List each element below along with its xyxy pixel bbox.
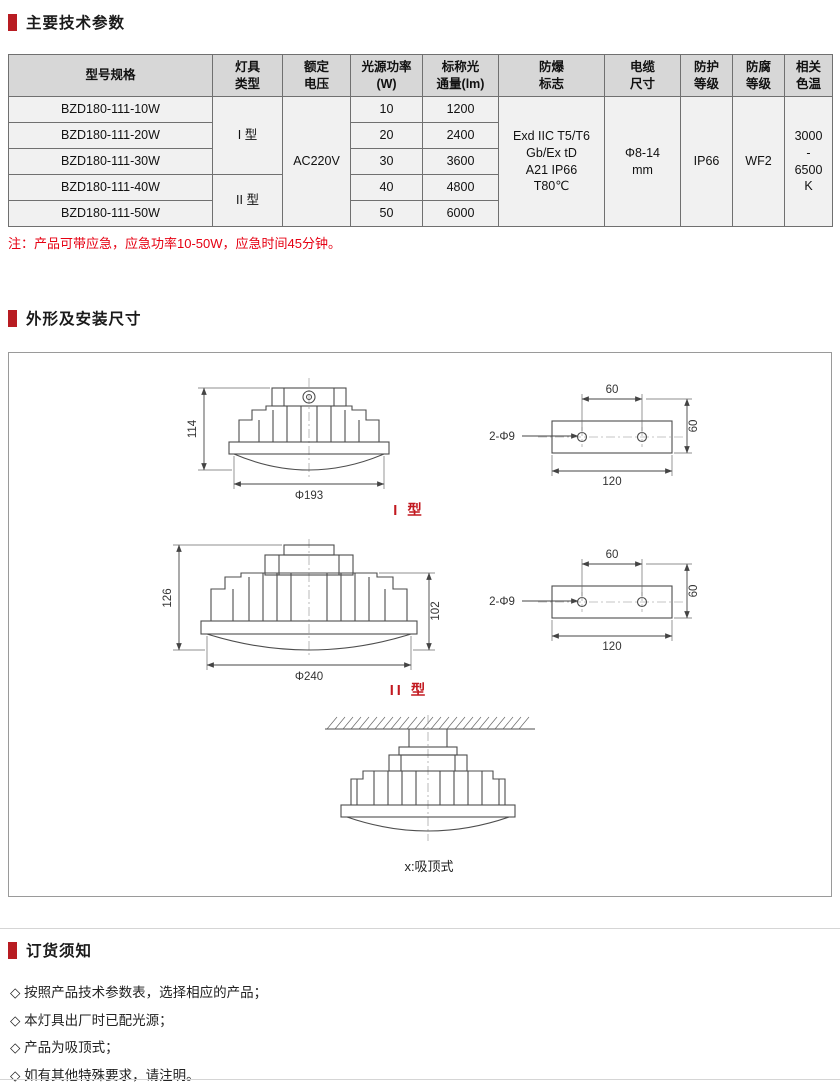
cell-flux: 6000 — [422, 200, 499, 227]
dim-lamp2-diameter: Φ240 — [295, 671, 323, 683]
dim-plate-width: 120 — [602, 476, 621, 488]
cell-power: 10 — [350, 96, 423, 123]
section-header-tech-params: 主要技术参数 — [8, 8, 832, 36]
ceiling-mount-drawing — [325, 715, 535, 841]
dim-plate-height: 60 — [688, 420, 700, 433]
dim-plate-holes-label: 2-Φ9 — [489, 431, 515, 443]
col-header-model: 型号规格 — [8, 54, 213, 97]
cell-cct: 3000 - 6500 K — [784, 96, 833, 227]
ordering-item: ◇ 按照产品技术参数表，选择相应的产品； — [10, 985, 268, 1000]
cell-lamp-type-2: II 型 — [212, 174, 283, 227]
dim-lamp2-height: 126 — [162, 588, 174, 607]
ceiling-mount-label: x:吸顶式 — [404, 859, 453, 874]
mounting-plate2-drawing: 60 60 120 2-Φ9 — [489, 549, 700, 653]
ordering-item: ◇ 产品为吸顶式； — [10, 1040, 119, 1055]
cell-flux: 3600 — [422, 148, 499, 175]
cell-flux: 2400 — [422, 122, 499, 149]
dim-plate-hole-spacing: 60 — [606, 384, 619, 396]
section-title-ordering: 订货须知 — [26, 943, 93, 960]
col-header-lamp-type: 灯具 类型 — [212, 54, 283, 97]
cell-power: 50 — [350, 200, 423, 227]
bottom-divider — [0, 1079, 840, 1080]
section-header-ordering: 订货须知 — [8, 936, 832, 964]
col-header-cct: 相关 色温 — [784, 54, 833, 97]
emergency-note: 注：产品可带应急，应急功率10-50W，应急时间45分钟。 — [8, 236, 341, 251]
spec-table: 型号规格 灯具 类型 额定 电压 光源功率 (W) 标称光 通量(lm) 防爆 … — [8, 54, 833, 227]
col-header-ex-mark: 防爆 标志 — [498, 54, 605, 97]
cell-power: 20 — [350, 122, 423, 149]
table-row: BZD180-111-50W 50 6000 — [8, 200, 833, 227]
section-header-dimensions: 外形及安装尺寸 — [8, 304, 832, 332]
drawings-panel: 114 Φ193 60 60 — [8, 352, 832, 897]
section-title-tech-params: 主要技术参数 — [26, 15, 126, 32]
mounting-plate1-drawing: 60 60 120 2-Φ9 — [489, 384, 700, 488]
cell-model: BZD180-111-50W — [8, 200, 213, 227]
table-row: BZD180-111-30W 30 3600 — [8, 148, 833, 175]
type2-label: II 型 — [390, 681, 429, 699]
lamp-type1-drawing: 114 Φ193 — [187, 378, 390, 502]
cell-flux: 1200 — [422, 96, 499, 123]
cell-protection: IP66 — [680, 96, 733, 227]
cell-model: BZD180-111-20W — [8, 122, 213, 149]
col-header-corrosion: 防腐 等级 — [732, 54, 785, 97]
dim-plate-holes-label: 2-Φ9 — [489, 596, 515, 608]
technical-drawings: 114 Φ193 60 60 — [162, 378, 700, 874]
col-header-voltage: 额定 电压 — [282, 54, 351, 97]
col-header-ip: 防护 等级 — [680, 54, 733, 97]
lamp-type2-drawing: 126 102 Φ240 — [162, 539, 442, 683]
table-row: BZD180-111-40W II 型 40 4800 — [8, 174, 833, 227]
type1-label: I 型 — [393, 501, 425, 519]
cell-lamp-type-1: I 型 — [212, 96, 283, 175]
table-header-row: 型号规格 灯具 类型 额定 电压 光源功率 (W) 标称光 通量(lm) 防爆 … — [8, 54, 833, 97]
table-row: BZD180-111-10W I 型 AC220V 10 1200 Exd II… — [8, 96, 833, 227]
table-row: BZD180-111-20W 20 2400 — [8, 122, 833, 149]
col-header-flux: 标称光 通量(lm) — [422, 54, 499, 97]
section-marker-icon — [8, 941, 17, 959]
cell-model: BZD180-111-10W — [8, 96, 213, 123]
dim-plate-width: 120 — [602, 641, 621, 653]
cell-model: BZD180-111-30W — [8, 148, 213, 175]
cell-power: 40 — [350, 174, 423, 201]
dim-lamp2-body-height: 102 — [430, 601, 442, 620]
dim-lamp1-diameter: Φ193 — [295, 490, 323, 502]
cell-cable-size: Φ8-14 mm — [604, 96, 681, 227]
section-marker-icon — [8, 309, 17, 327]
col-header-power: 光源功率 (W) — [350, 54, 423, 97]
section-title-dimensions: 外形及安装尺寸 — [26, 311, 142, 328]
cell-ex-mark: Exd IIC T5/T6 Gb/Ex tD A21 IP66 T80℃ — [498, 96, 605, 227]
section-divider — [0, 928, 840, 929]
section-marker-icon — [8, 13, 17, 31]
ordering-list: ◇ 按照产品技术参数表，选择相应的产品； ◇ 本灯具出厂时已配光源； ◇ 产品为… — [10, 979, 830, 1084]
dim-plate-hole-spacing: 60 — [606, 549, 619, 561]
dim-lamp1-height: 114 — [187, 419, 199, 438]
ordering-item: ◇ 本灯具出厂时已配光源； — [10, 1012, 173, 1028]
cell-voltage: AC220V — [282, 96, 351, 227]
dim-plate-height: 60 — [688, 585, 700, 598]
cell-model: BZD180-111-40W — [8, 174, 213, 201]
ordering-item: ◇ 如有其他特殊要求，请注明。 — [10, 1067, 200, 1083]
cell-flux: 4800 — [422, 174, 499, 201]
cell-power: 30 — [350, 148, 423, 175]
cell-corrosion: WF2 — [732, 96, 785, 227]
col-header-cable: 电缆 尺寸 — [604, 54, 681, 97]
